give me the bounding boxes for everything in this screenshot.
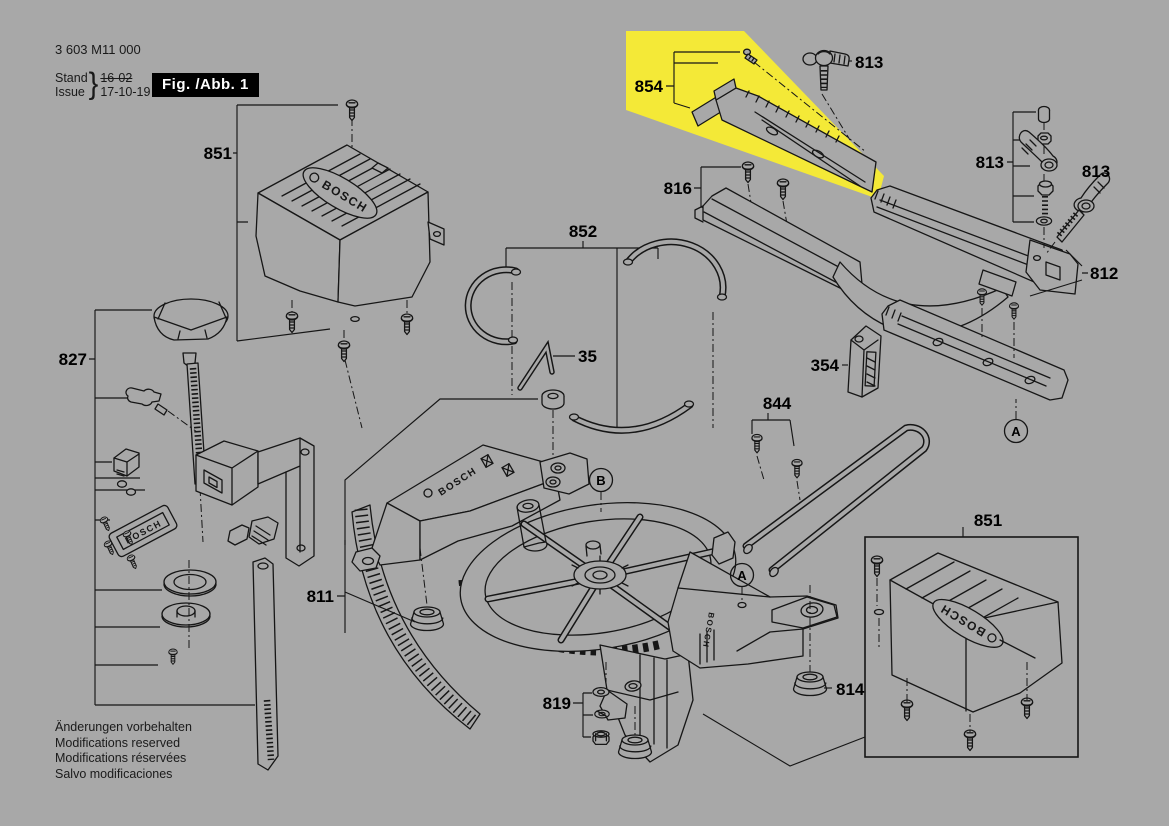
part-label-814[interactable]: 814 [836, 680, 865, 699]
ref-letter-B: B [588, 467, 614, 512]
superseded-date: 16-02 [100, 70, 133, 85]
wing-bolt-813-top [802, 49, 852, 91]
part-label-816[interactable]: 816 [664, 179, 692, 198]
u-handle-844 [742, 413, 931, 578]
svg-text:A: A [737, 568, 747, 583]
issue-block: Stand Issue } 16-02 17-10-19 [55, 67, 151, 101]
part-label-354[interactable]: 354 [811, 356, 840, 375]
part-label-813-stack[interactable]: 813 [976, 153, 1004, 172]
part-label-854[interactable]: 854 [635, 77, 664, 96]
ref-letter-A-rail: A [1003, 399, 1029, 444]
footer-line-fr: Modifications réservées [55, 751, 187, 765]
clamp-assembly-827: BOSCH [89, 298, 315, 771]
svg-text:B: B [596, 473, 605, 488]
part-label-813-top[interactable]: 813 [855, 53, 883, 72]
rubber-foot [409, 606, 445, 632]
issue-date: 17-10-19 [100, 84, 151, 99]
brace-glyph: } [88, 67, 99, 101]
clamp-lever-813-right [1045, 172, 1111, 255]
wedge-bracket-354 [842, 325, 882, 398]
part-label-827[interactable]: 827 [59, 350, 87, 369]
fence-plate-854 [666, 48, 877, 193]
nut-washer-set-819 [573, 686, 610, 746]
arc-segments-852 [464, 238, 728, 434]
part-label-811[interactable]: 811 [307, 587, 334, 606]
legal-footer: Änderungen vorbehalten Modifications res… [55, 720, 192, 782]
clamp-stack-813 [1007, 105, 1058, 248]
footer-line-de: Änderungen vorbehalten [55, 720, 192, 734]
svg-text:A: A [1011, 424, 1021, 439]
stand-label: Stand [55, 70, 88, 85]
screw [345, 99, 359, 122]
part-label-819[interactable]: 819 [543, 694, 571, 713]
issue-label: Issue [55, 84, 85, 99]
fence-and-rails [694, 161, 1088, 401]
base-turntable-811: BOSCH [337, 444, 866, 767]
part-label-35[interactable]: 35 [578, 347, 597, 366]
figure-badge: Fig. /Abb. 1 [152, 73, 259, 97]
part-label-852[interactable]: 852 [569, 222, 597, 241]
part-label-812[interactable]: 812 [1090, 264, 1118, 283]
motor-cover-bottom-right: BOSCH [864, 527, 1079, 758]
document-part-number: 3 603 M11 000 [55, 42, 141, 57]
footer-line-en: Modifications reserved [55, 735, 181, 750]
footer-line-es: Salvo modificaciones [55, 766, 173, 781]
hex-key-35 [344, 339, 575, 545]
part-label-851[interactable]: 851 [204, 144, 232, 163]
part-label-844[interactable]: 844 [763, 394, 792, 413]
part-label-851-right[interactable]: 851 [974, 511, 1002, 530]
part-label-813-right[interactable]: 813 [1082, 162, 1110, 181]
motor-cover-top-left: BOSCH [233, 99, 445, 429]
ref-letter-A-base: A [729, 562, 755, 609]
